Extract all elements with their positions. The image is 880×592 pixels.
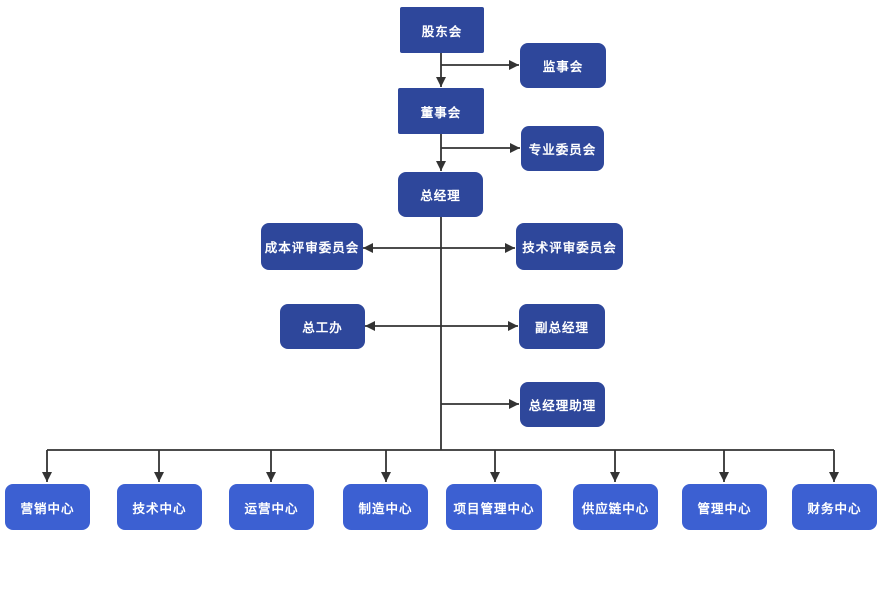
node-label: 供应链中心 bbox=[581, 501, 650, 516]
node-deputy-general-manager[interactable]: 副总经理 bbox=[519, 304, 605, 349]
node-label: 成本评审委员会 bbox=[264, 241, 360, 255]
node-label: 财务中心 bbox=[807, 501, 862, 516]
node-label: 技术中心 bbox=[132, 501, 187, 516]
node-board-of-directors[interactable]: 董事会 bbox=[398, 88, 484, 134]
node-supervisory-board[interactable]: 监事会 bbox=[520, 43, 606, 88]
node-tech-review-committee[interactable]: 技术评审委员会 bbox=[516, 223, 623, 270]
node-label: 股东会 bbox=[421, 24, 463, 39]
node-gm-assistant[interactable]: 总经理助理 bbox=[520, 382, 605, 427]
node-label: 技术评审委员会 bbox=[522, 241, 617, 255]
node-supply-chain-center[interactable]: 供应链中心 bbox=[573, 484, 658, 530]
node-professional-committee[interactable]: 专业委员会 bbox=[521, 126, 604, 171]
node-management-center[interactable]: 管理中心 bbox=[682, 484, 767, 530]
node-manufacturing-center[interactable]: 制造中心 bbox=[343, 484, 428, 530]
node-marketing-center[interactable]: 营销中心 bbox=[5, 484, 90, 530]
node-label: 管理中心 bbox=[697, 501, 752, 516]
node-technology-center[interactable]: 技术中心 bbox=[117, 484, 202, 530]
node-label: 营销中心 bbox=[20, 501, 75, 516]
node-project-management-center[interactable]: 项目管理中心 bbox=[446, 484, 542, 530]
node-label: 副总经理 bbox=[534, 321, 589, 335]
node-label: 总经理助理 bbox=[528, 399, 597, 413]
node-operations-center[interactable]: 运营中心 bbox=[229, 484, 314, 530]
node-chief-engineer-office[interactable]: 总工办 bbox=[280, 304, 365, 349]
node-label: 总经理 bbox=[420, 189, 461, 203]
node-label: 董事会 bbox=[420, 105, 462, 120]
node-finance-center[interactable]: 财务中心 bbox=[792, 484, 877, 530]
node-label: 运营中心 bbox=[244, 501, 299, 516]
node-cost-review-committee[interactable]: 成本评审委员会 bbox=[261, 223, 363, 270]
node-label: 专业委员会 bbox=[528, 143, 597, 157]
node-label: 监事会 bbox=[542, 60, 584, 74]
node-shareholders[interactable]: 股东会 bbox=[400, 7, 484, 53]
node-label: 项目管理中心 bbox=[453, 501, 535, 516]
node-label: 制造中心 bbox=[358, 501, 413, 516]
node-general-manager[interactable]: 总经理 bbox=[398, 172, 483, 217]
node-label: 总工办 bbox=[302, 321, 343, 335]
